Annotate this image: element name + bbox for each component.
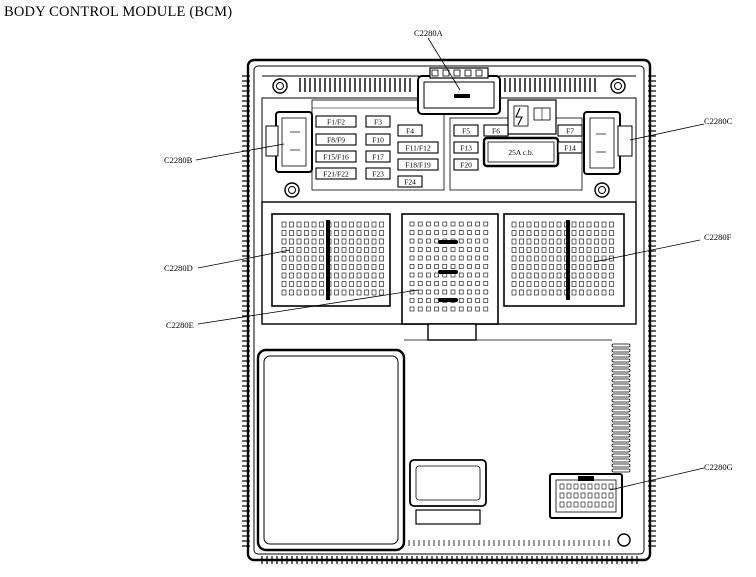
connector-labels: C2280A C2280B C2280C C2280D C2280F C2280… xyxy=(164,28,733,472)
fuse-label-f3: F3 xyxy=(374,117,382,126)
fuse-label-f18f19: F18/F19 xyxy=(405,160,431,169)
fuse-label-f8f9: F8/F9 xyxy=(327,135,345,144)
vent-slots xyxy=(403,343,631,546)
fuse-label-f17: F17 xyxy=(372,152,384,161)
lower-housing xyxy=(256,339,631,552)
circuit-breaker-label: 25A c.b. xyxy=(508,148,533,157)
fuse-label-f10: F10 xyxy=(372,135,384,144)
fuse-f21f22: F21/F22 xyxy=(315,167,357,180)
fuse-label-f7: F7 xyxy=(566,126,574,135)
fuse-f17: F17 xyxy=(365,150,391,163)
fuse-label-f14: F14 xyxy=(564,143,576,152)
label-c2280d: C2280D xyxy=(164,263,193,273)
fuse-f4: F4 xyxy=(397,124,423,137)
fuse-f8f9: F8/F9 xyxy=(315,133,357,146)
fuse-label-f23: F23 xyxy=(372,169,384,178)
top-edge-ridges xyxy=(299,78,596,92)
bottom-edge-ridges xyxy=(261,556,638,564)
relay-icon xyxy=(507,99,557,135)
fuse-label-f1f2: F1/F2 xyxy=(327,117,345,126)
fuse-f7: F7 xyxy=(557,124,583,137)
connector-c2280c xyxy=(583,111,633,175)
circuit-breaker-25a: 25A c.b. xyxy=(482,136,560,168)
fuse-f24: F24 xyxy=(397,175,423,188)
left-edge-ridges xyxy=(242,75,250,547)
fuse-label-f21f22: F21/F22 xyxy=(323,169,349,178)
mounting-holes xyxy=(272,78,626,198)
fuse-label-f5: F5 xyxy=(462,126,470,135)
fuse-f14: F14 xyxy=(557,141,583,154)
fuse-label-f24: F24 xyxy=(404,177,416,186)
fuse-f3: F3 xyxy=(365,115,391,128)
label-c2280g: C2280G xyxy=(704,462,733,472)
connector-c2280d-pins xyxy=(281,220,384,300)
fuse-label-f15f16: F15/F16 xyxy=(323,152,349,161)
fuse-f13: F13 xyxy=(453,141,479,154)
fuse-f1f2: F1/F2 xyxy=(315,115,357,128)
fuse-f23: F23 xyxy=(365,167,391,180)
fuse-f11f12: F11/F12 xyxy=(397,141,439,154)
fuse-label-f4: F4 xyxy=(406,126,414,135)
connector-c2280e-pins xyxy=(409,221,489,312)
connector-c2280f-pins xyxy=(511,220,614,300)
label-c2280b: C2280B xyxy=(164,155,193,165)
fuse-label-f13: F13 xyxy=(460,143,472,152)
label-c2280c: C2280C xyxy=(704,116,733,126)
connector-c2280b xyxy=(265,111,313,173)
fuse-label-f20: F20 xyxy=(460,160,472,169)
fuse-f20: F20 xyxy=(453,158,479,171)
fuse-label-f6: F6 xyxy=(492,126,500,135)
label-c2280e: C2280E xyxy=(166,320,194,330)
main-connector-band xyxy=(261,201,637,341)
fuse-f18f19: F18/F19 xyxy=(397,158,439,171)
fuse-label-f11f12: F11/F12 xyxy=(405,143,430,152)
label-c2280a: C2280A xyxy=(414,28,444,38)
connector-c2280a xyxy=(417,67,501,115)
fuse-f10: F10 xyxy=(365,133,391,146)
connector-c2280g xyxy=(549,473,623,519)
fuse-f15f16: F15/F16 xyxy=(315,150,357,163)
page-title: BODY CONTROL MODULE (BCM) xyxy=(4,4,233,20)
fuse-f5: F5 xyxy=(453,124,479,137)
right-edge-ridges xyxy=(648,75,656,547)
callout-lines xyxy=(195,37,705,491)
fuse-f6: F6 xyxy=(483,124,509,137)
label-c2280e-f: C2280F xyxy=(704,232,732,242)
